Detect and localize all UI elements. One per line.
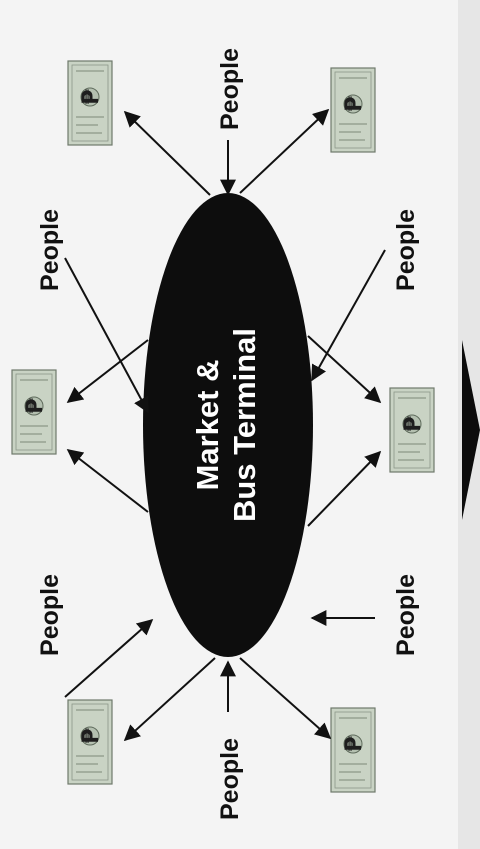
- arrow-from-people-top-right: [312, 250, 385, 380]
- people-label-top: People: [216, 48, 244, 130]
- center-label-line2: Bus Terminal: [227, 328, 262, 522]
- people-label-top-right: People: [392, 209, 420, 291]
- banknote-icon-bottom-left: [68, 700, 112, 784]
- people-label-top-left: People: [36, 209, 64, 291]
- center-label-line1: Market &: [190, 360, 225, 491]
- banknote-icon-mid-right: [390, 388, 434, 472]
- arrow-to-mid-left-note-lower: [68, 450, 148, 512]
- banknote-icon-top-right: [331, 68, 375, 152]
- banknote-icon-mid-left: [12, 370, 56, 454]
- people-label-bottom-right: People: [392, 574, 420, 656]
- arrow-to-mid-left-note-upper: [68, 340, 148, 402]
- arrow-to-bottom-right-note: [240, 658, 330, 738]
- arrow-to-top-right-note: [240, 110, 328, 193]
- people-label-bottom: People: [216, 738, 244, 820]
- people-label-bottom-left: People: [36, 574, 64, 656]
- arrow-to-bottom-left-note: [125, 658, 215, 740]
- arrow-from-people-bottom-left: [65, 620, 152, 697]
- arrow-from-people-top-left: [65, 258, 148, 412]
- banknote-icon-top-left: [68, 61, 112, 145]
- arrow-to-mid-right-note-lower: [308, 452, 380, 526]
- arrow-to-top-left-note: [125, 112, 210, 195]
- triangle-right-icon: [462, 340, 480, 520]
- banknote-icon-bottom-right: [331, 708, 375, 792]
